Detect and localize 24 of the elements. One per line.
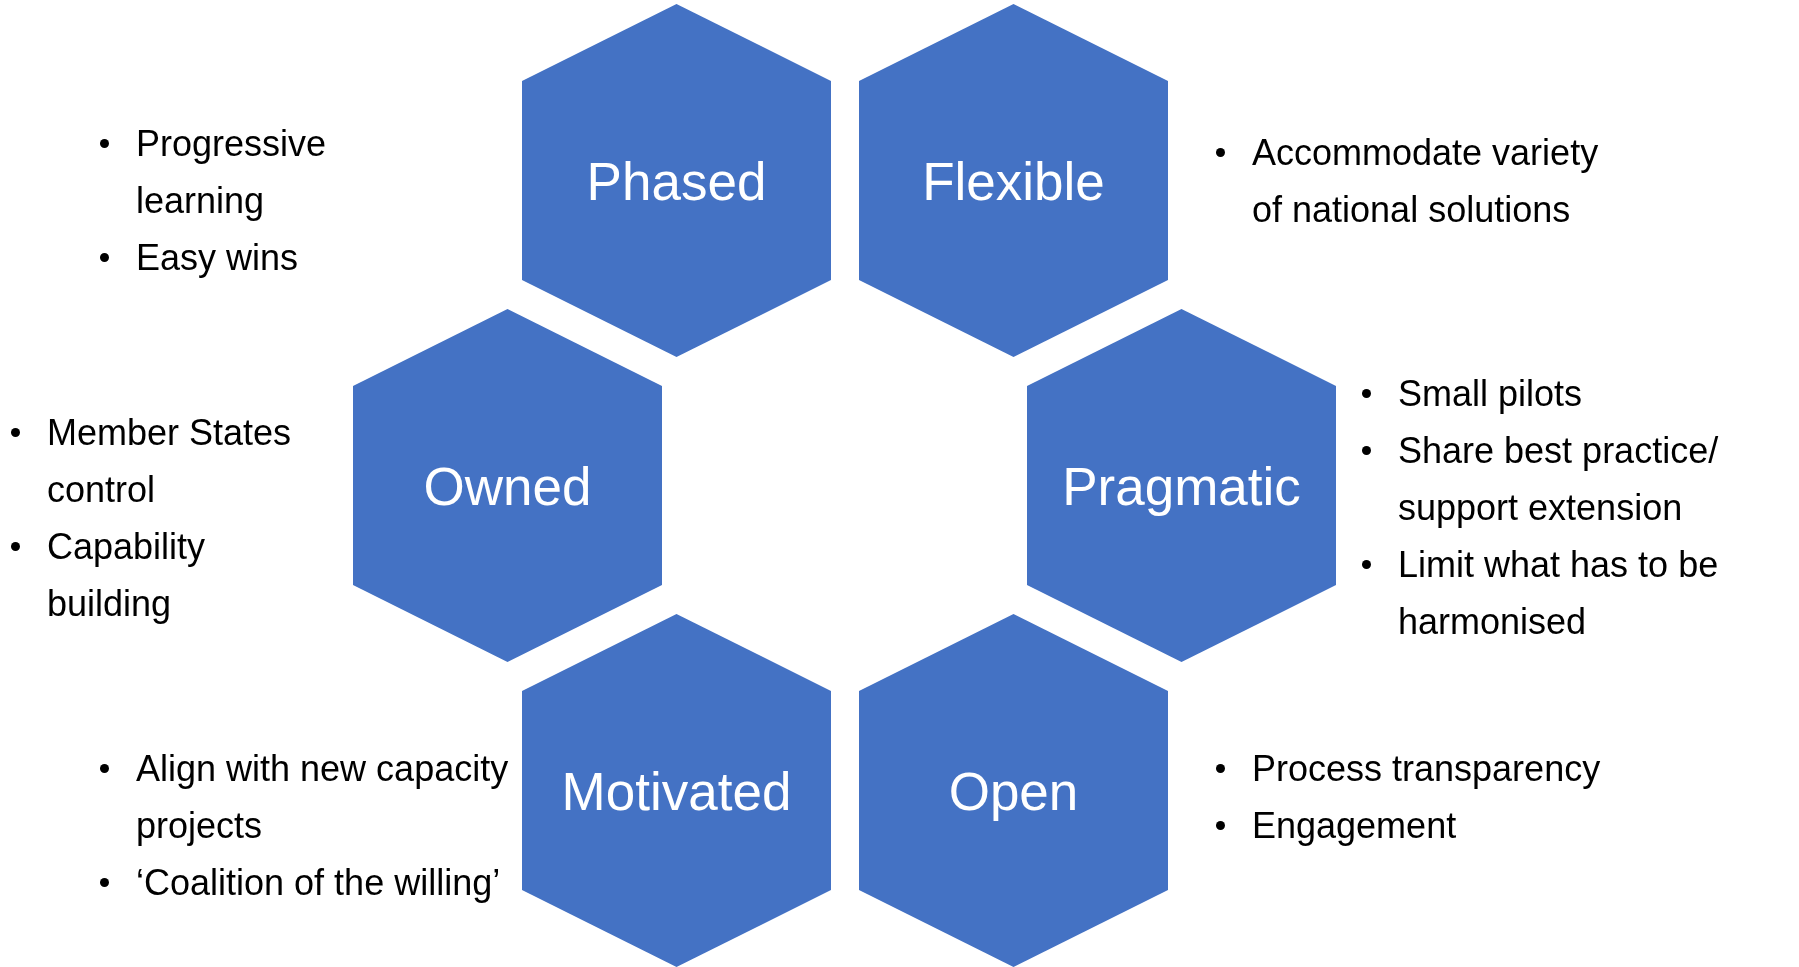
bullet-text: Align with new capacity projects [136,748,509,846]
hexagon [859,614,1168,967]
hexagon-label: Flexible [921,150,1106,211]
bullet-text: Engagement [1252,805,1457,846]
bullet-text: Small pilots [1398,373,1583,414]
hexagon-label: Open [947,760,1080,821]
bullet-text: Capability building [47,526,206,624]
hexagon [1027,309,1336,662]
bullet-text: ‘Coalition of the willing’ [136,862,501,903]
hexagon [522,4,831,357]
hexagon-label: Phased [585,150,768,211]
bullet-text: Progressive learning [136,123,327,221]
hexagon-label: Pragmatic [1061,455,1302,516]
bullet-text: Process transparency [1252,748,1601,789]
bullet-text: Limit what has to be harmonised [1398,544,1719,642]
bullet-text: Accommodate variety of national solutions [1252,132,1599,230]
hexagon-label: Owned [422,455,593,516]
bullet-text: Share best practice/ support extension [1398,430,1719,528]
bullet-text: Member States control [47,412,292,510]
hexagon [859,4,1168,357]
bullet-text: Easy wins [136,237,299,278]
hexagon-label: Motivated [560,760,793,821]
hexagon [353,309,662,662]
hexagon [522,614,831,967]
